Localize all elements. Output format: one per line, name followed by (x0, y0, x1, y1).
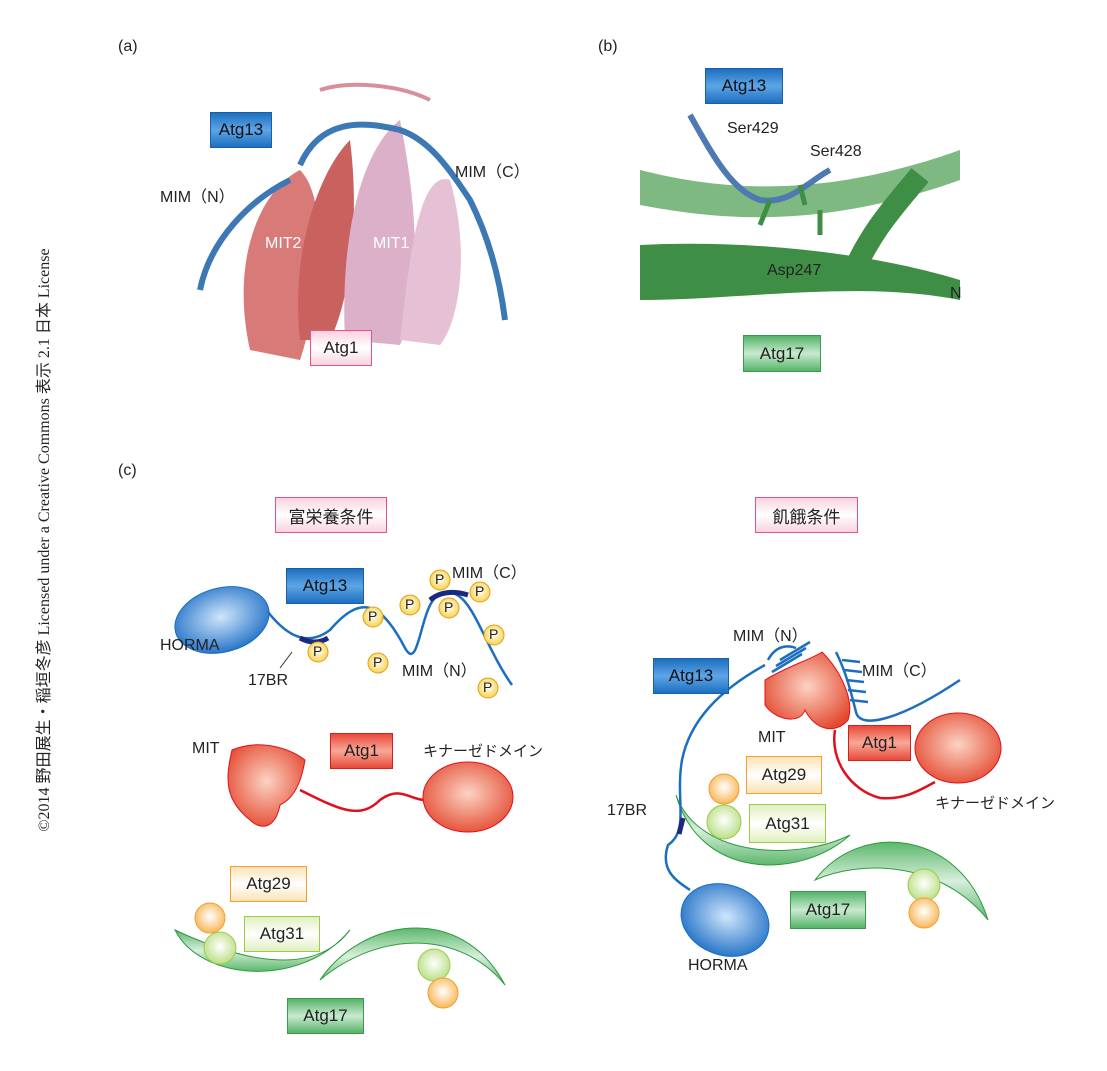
left-atg17-complex (173, 902, 506, 1009)
phospho-p-label: P (489, 626, 499, 642)
panel-c-label: (c) (118, 462, 137, 479)
phospho-p-label: P (373, 654, 383, 670)
panel-a-structure (197, 82, 508, 360)
phospho-p-label: P (475, 583, 485, 599)
c-right-atg13-box: Atg13 (653, 658, 729, 694)
b-atg17-box: Atg17 (743, 335, 821, 372)
phospho-p-label: P (405, 596, 415, 612)
phospho-p-label: P (435, 571, 445, 587)
c-left-atg13-box: Atg13 (286, 568, 364, 604)
panel-b-label: (b) (598, 38, 618, 55)
c-right-atg1-box: Atg1 (848, 725, 911, 761)
left-phospho-sites (307, 569, 505, 699)
license-credit: ©2014 野田展生・稲垣冬彦 Licensed under a Creativ… (36, 248, 53, 832)
c-right-atg29-box: Atg29 (746, 756, 822, 794)
c-right-kinase-label: キナーゼドメイン (935, 795, 1056, 812)
phospho-p-label: P (313, 643, 323, 659)
c-right-atg17-box: Atg17 (790, 891, 866, 929)
c-right-mit-label: MIT (758, 729, 786, 746)
panel-b-structure (640, 113, 960, 300)
a-mit1-label: MIT1 (373, 235, 410, 252)
c-right-mim-n-label: MIM（N） (733, 628, 808, 645)
a-mim-c-label: MIM（C） (455, 164, 530, 181)
n-terminus-label: N (950, 285, 962, 302)
panel-a-label: (a) (118, 38, 138, 55)
a-atg1-box: Atg1 (310, 330, 372, 366)
left-atg1 (227, 744, 514, 833)
c-right-horma-label: HORMA (688, 957, 748, 974)
phospho-p-label: P (483, 679, 493, 695)
ser429-label: Ser429 (727, 120, 779, 137)
b-atg13-box: Atg13 (705, 68, 783, 104)
phospho-p-label: P (368, 608, 378, 624)
c-left-atg17-box: Atg17 (287, 998, 364, 1034)
right-atg13 (664, 640, 961, 957)
ser428-label: Ser428 (810, 143, 862, 160)
starvation-title: 飢餓条件 (755, 497, 858, 533)
c-left-horma-label: HORMA (160, 637, 220, 654)
right-atg1 (764, 651, 1002, 800)
c-left-mim-n-label: MIM（N） (402, 663, 477, 680)
c-right-17br-label: 17BR (607, 802, 648, 819)
c-left-atg1-box: Atg1 (330, 733, 393, 769)
a-mim-n-label: MIM（N） (160, 189, 235, 206)
c-left-kinase-label: キナーゼドメイン (423, 743, 544, 760)
a-mit2-label: MIT2 (265, 235, 302, 252)
c-right-atg31-box: Atg31 (749, 804, 826, 843)
right-atg17-complex (675, 773, 989, 929)
c-left-mim-c-label: MIM（C） (452, 565, 527, 582)
a-atg13-box: Atg13 (210, 112, 272, 148)
c-left-mit-label: MIT (192, 740, 220, 757)
c-left-atg29-box: Atg29 (230, 866, 307, 902)
asp247-label: Asp247 (767, 262, 822, 279)
phospho-p-label: P (444, 599, 454, 615)
nutrient-rich-title: 富栄養条件 (275, 497, 387, 533)
left-atg13 (174, 586, 514, 686)
c-left-atg31-box: Atg31 (244, 916, 320, 952)
c-left-17br-label: 17BR (248, 672, 289, 689)
c-right-mim-c-label: MIM（C） (862, 663, 937, 680)
